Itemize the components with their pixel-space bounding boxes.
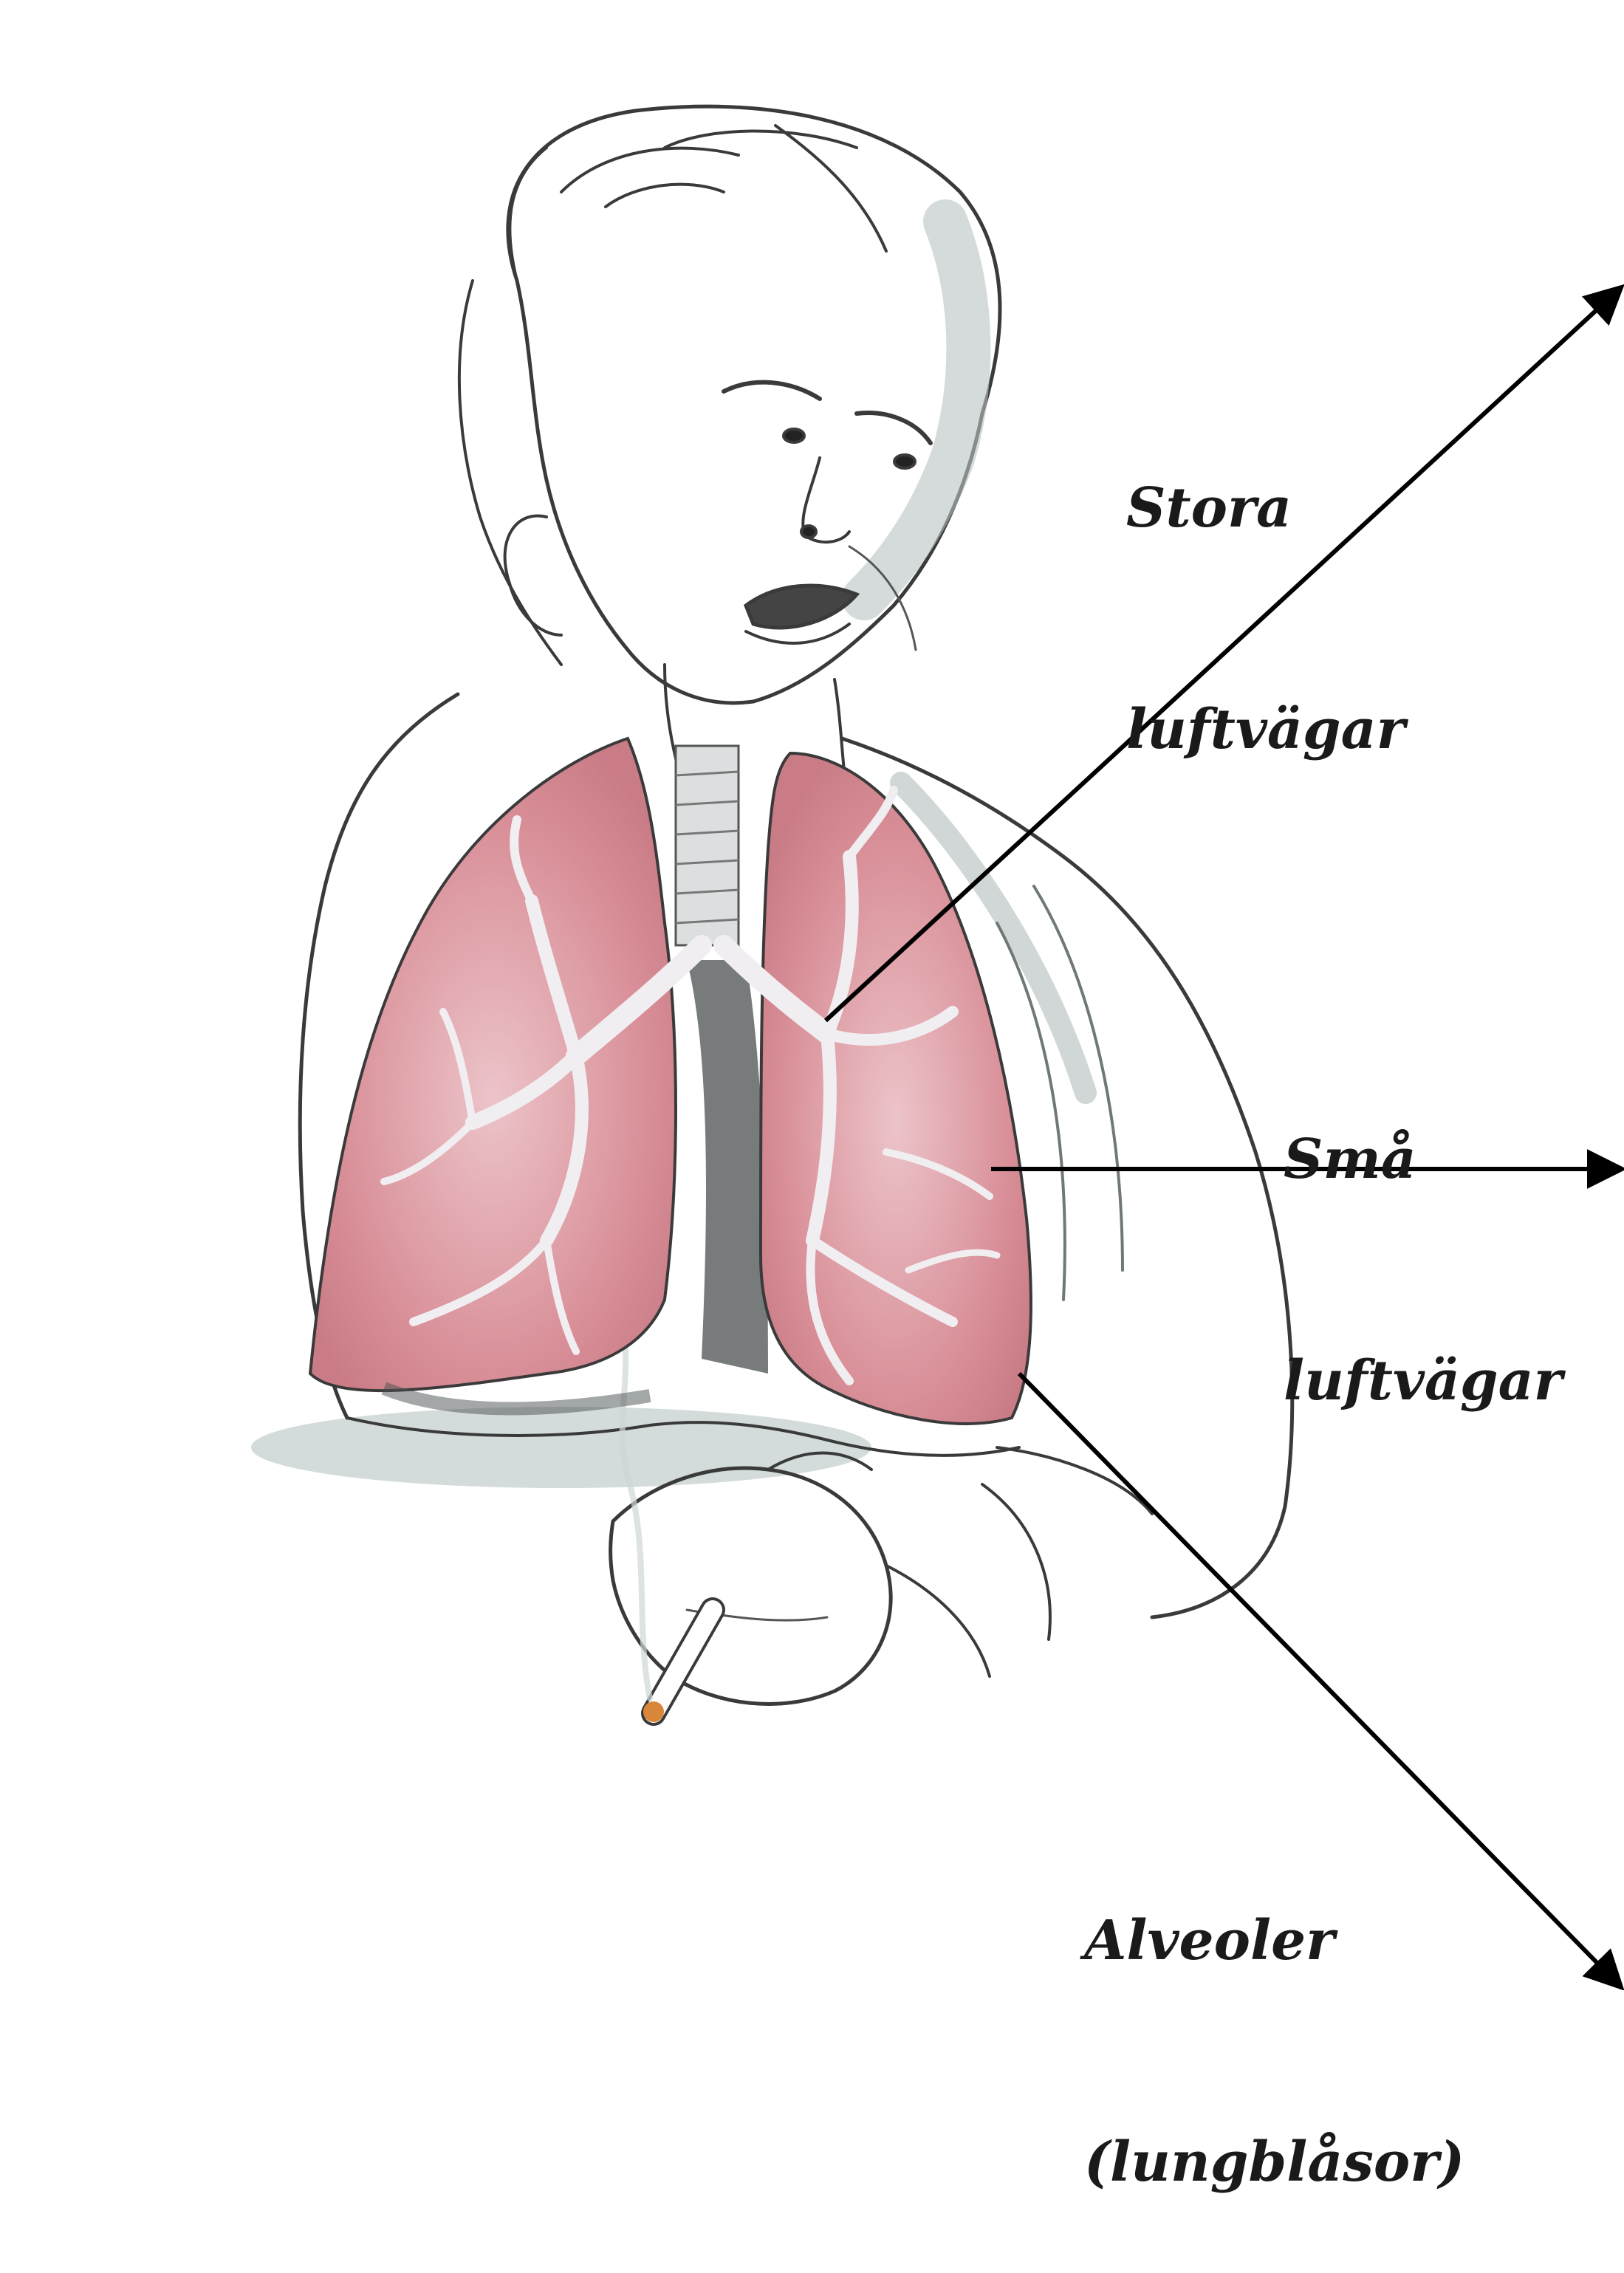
hand [611,1468,891,1704]
label-large-airways: Stora luftvägar [1126,323,1405,840]
label-alveoli-line2: (lungblåsor) [1084,2125,1464,2199]
label-alveoli-line1: Alveoler [1084,1904,1464,1978]
label-small-airways-line1: Små [1284,1122,1563,1196]
label-alveoli: Alveoler (lungblåsor) [1084,1756,1464,2273]
right-lung [310,738,676,1391]
label-large-airways-line1: Stora [1126,471,1405,545]
label-large-airways-line2: luftvägar [1126,693,1405,767]
left-eyebrow [724,383,820,399]
mouth [746,586,857,628]
label-small-airways-line2: luftvägar [1284,1344,1563,1418]
left-lung [761,753,1031,1424]
label-small-airways: Små luftvägar [1284,975,1563,1492]
floor-shadow [251,1407,871,1488]
left-eye [784,429,804,442]
lungs-diagram [310,738,1031,1424]
right-eye [894,455,915,468]
right-eyebrow [857,413,931,443]
ear [505,515,561,635]
cigarette [620,1314,713,1722]
